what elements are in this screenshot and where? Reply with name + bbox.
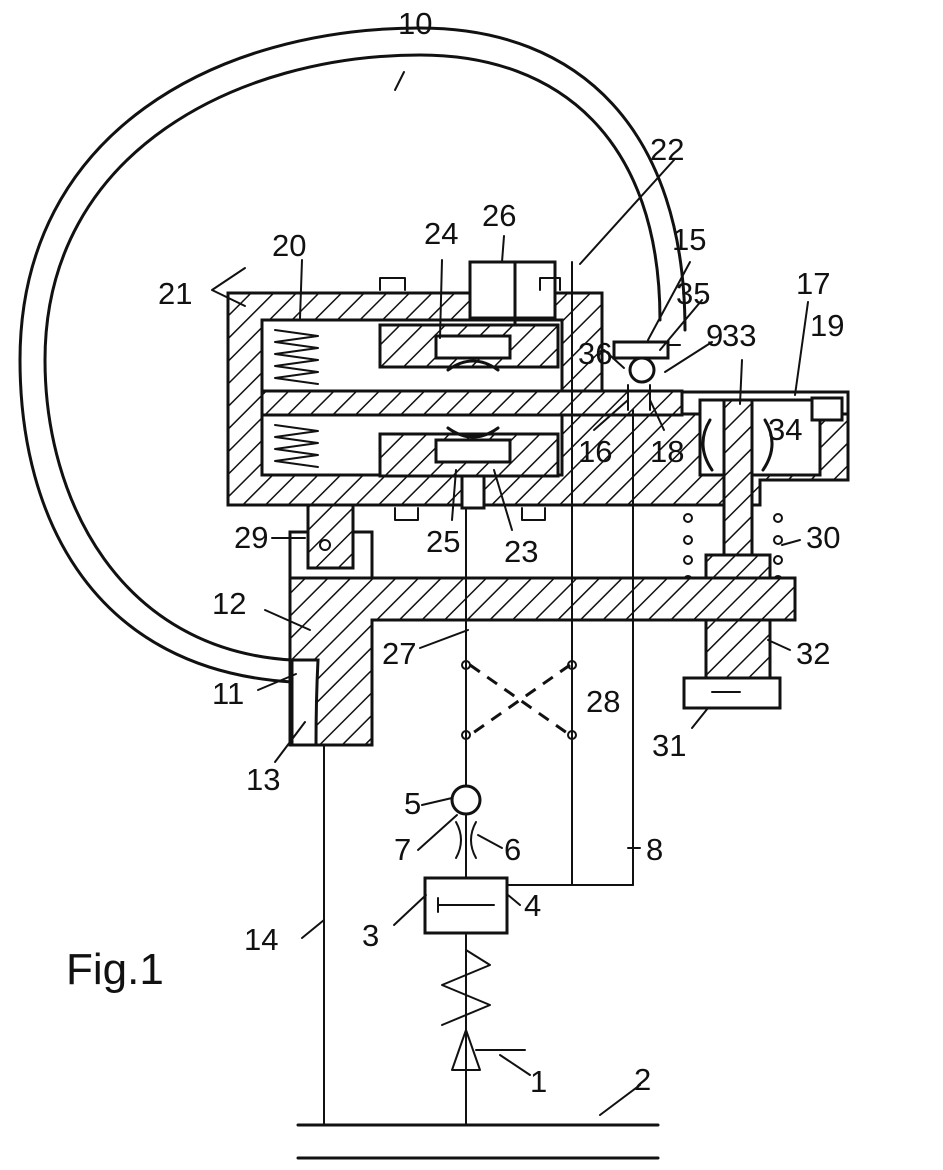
label-35: 35	[676, 276, 710, 311]
label-17: 17	[796, 266, 830, 301]
label-12: 12	[212, 586, 246, 621]
label-7: 7	[394, 832, 411, 867]
label-28: 28	[586, 684, 620, 719]
label-24: 24	[424, 216, 458, 251]
label-21: 21	[158, 276, 192, 311]
label-3: 3	[362, 918, 379, 953]
label-6: 6	[504, 832, 521, 867]
label-4: 4	[524, 888, 541, 923]
label-23: 23	[504, 534, 538, 569]
label-25: 25	[426, 524, 460, 559]
label-11: 11	[212, 676, 244, 711]
figure-title: Fig.1	[66, 945, 164, 994]
label-8: 8	[646, 832, 663, 867]
label-27: 27	[382, 636, 416, 671]
label-29: 29	[234, 520, 268, 555]
main-housing	[228, 262, 848, 520]
label-1: 1	[530, 1064, 547, 1099]
label-34: 34	[768, 412, 802, 447]
label-10: 10	[398, 6, 432, 41]
label-18: 18	[650, 434, 684, 469]
label-32: 32	[796, 636, 830, 671]
label-2: 2	[634, 1062, 651, 1097]
label-36: 36	[578, 336, 612, 371]
label-16: 16	[578, 434, 612, 469]
label-30: 30	[806, 520, 840, 555]
label-20: 20	[272, 228, 306, 263]
label-26: 26	[482, 198, 516, 233]
label-15: 15	[672, 222, 706, 257]
label-13: 13	[246, 762, 280, 797]
label-22: 22	[650, 132, 684, 167]
label-9: 9	[706, 318, 723, 353]
label-19: 19	[810, 308, 844, 343]
label-5: 5	[404, 786, 421, 821]
label-31: 31	[652, 728, 686, 763]
label-14: 14	[244, 922, 278, 957]
label-33: 33	[722, 318, 756, 353]
